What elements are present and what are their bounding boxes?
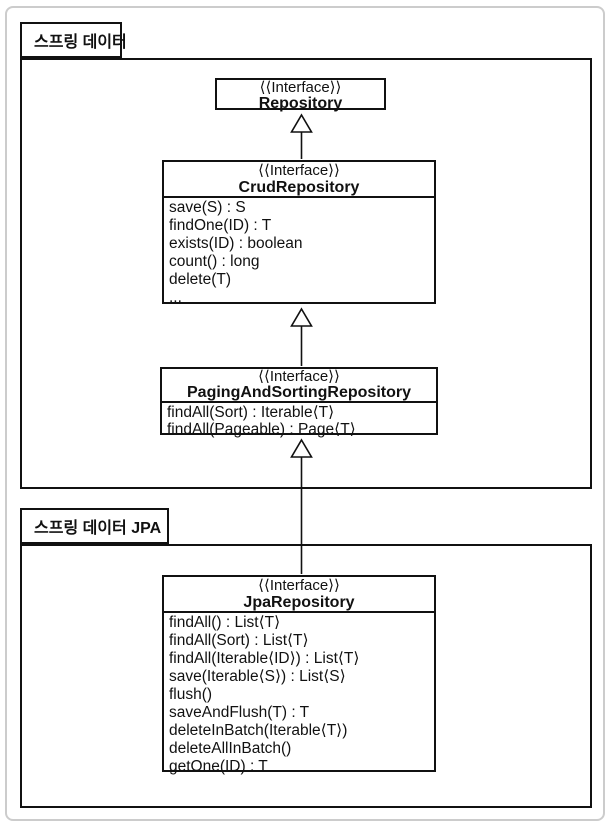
- generalization-arrow-crud-to-repository: [290, 113, 313, 159]
- method-row: deleteAllInBatch(): [169, 740, 292, 757]
- class-box-jpa-repository: ⟨⟨Interface⟩⟩ JpaRepository findAll() : …: [162, 575, 436, 775]
- method-row: exists(ID) : boolean: [169, 235, 303, 252]
- stereotype-label: ⟨⟨Interface⟩⟩: [259, 80, 342, 96]
- stereotype-label: ⟨⟨Interface⟩⟩: [258, 162, 340, 179]
- class-name-crud-repository: CrudRepository: [238, 179, 360, 196]
- method-list: findAll() : List⟨T⟩ findAll(Sort) : List…: [164, 613, 434, 777]
- package-spring-data-tab: 스프링 데이터: [20, 22, 127, 58]
- class-header: ⟨⟨Interface⟩⟩ JpaRepository: [164, 577, 434, 613]
- package-spring-data-label: 스프링 데이터: [34, 34, 127, 51]
- method-list: findAll(Sort) : Iterable⟨T⟩ findAll(Page…: [162, 403, 436, 439]
- method-row: ...: [169, 289, 182, 306]
- method-row: delete(T): [169, 271, 232, 288]
- method-row: flush(): [169, 686, 213, 703]
- class-header: ⟨⟨Interface⟩⟩ Repository: [217, 80, 384, 112]
- class-box-crud-repository: ⟨⟨Interface⟩⟩ CrudRepository save(S) : S…: [162, 160, 436, 306]
- method-row: findOne(ID) : T: [169, 217, 272, 234]
- class-box-repository: ⟨⟨Interface⟩⟩ Repository: [215, 78, 386, 112]
- method-row: count() : long: [169, 253, 260, 270]
- method-list: save(S) : S findOne(ID) : T exists(ID) :…: [164, 198, 434, 308]
- method-row: findAll(Iterable⟨ID⟩) : List⟨T⟩: [169, 650, 360, 667]
- method-row: save(S) : S: [169, 199, 246, 216]
- class-name-jpa-repository: JpaRepository: [243, 594, 355, 611]
- stereotype-label: ⟨⟨Interface⟩⟩: [258, 577, 340, 594]
- method-row: save(Iterable⟨S⟩) : List⟨S⟩: [169, 668, 346, 685]
- method-row: findAll(Sort) : List⟨T⟩: [169, 632, 309, 649]
- method-row: findAll() : List⟨T⟩: [169, 614, 281, 631]
- class-box-paging-and-sorting-repository: ⟨⟨Interface⟩⟩ PagingAndSortingRepository…: [160, 367, 438, 438]
- generalization-arrow-jpa-to-paging: [290, 438, 313, 574]
- method-row: findAll(Pageable) : Page⟨T⟩: [167, 421, 356, 438]
- package-spring-data-jpa-tab: 스프링 데이터 JPA: [20, 508, 169, 544]
- method-row: deleteInBatch(Iterable⟨T⟩): [169, 722, 348, 739]
- class-header: ⟨⟨Interface⟩⟩ PagingAndSortingRepository: [162, 369, 436, 403]
- method-row: getOne(ID) : T: [169, 758, 268, 775]
- method-row: findAll(Sort) : Iterable⟨T⟩: [167, 404, 335, 421]
- method-row: saveAndFlush(T) : T: [169, 704, 310, 721]
- class-name-paging-and-sorting-repository: PagingAndSortingRepository: [187, 384, 411, 401]
- package-spring-data-jpa-label: 스프링 데이터 JPA: [34, 520, 162, 537]
- class-name-repository: Repository: [258, 95, 343, 112]
- class-header: ⟨⟨Interface⟩⟩ CrudRepository: [164, 162, 434, 198]
- generalization-arrow-paging-to-crud: [290, 307, 313, 366]
- stereotype-label: ⟨⟨Interface⟩⟩: [258, 369, 340, 385]
